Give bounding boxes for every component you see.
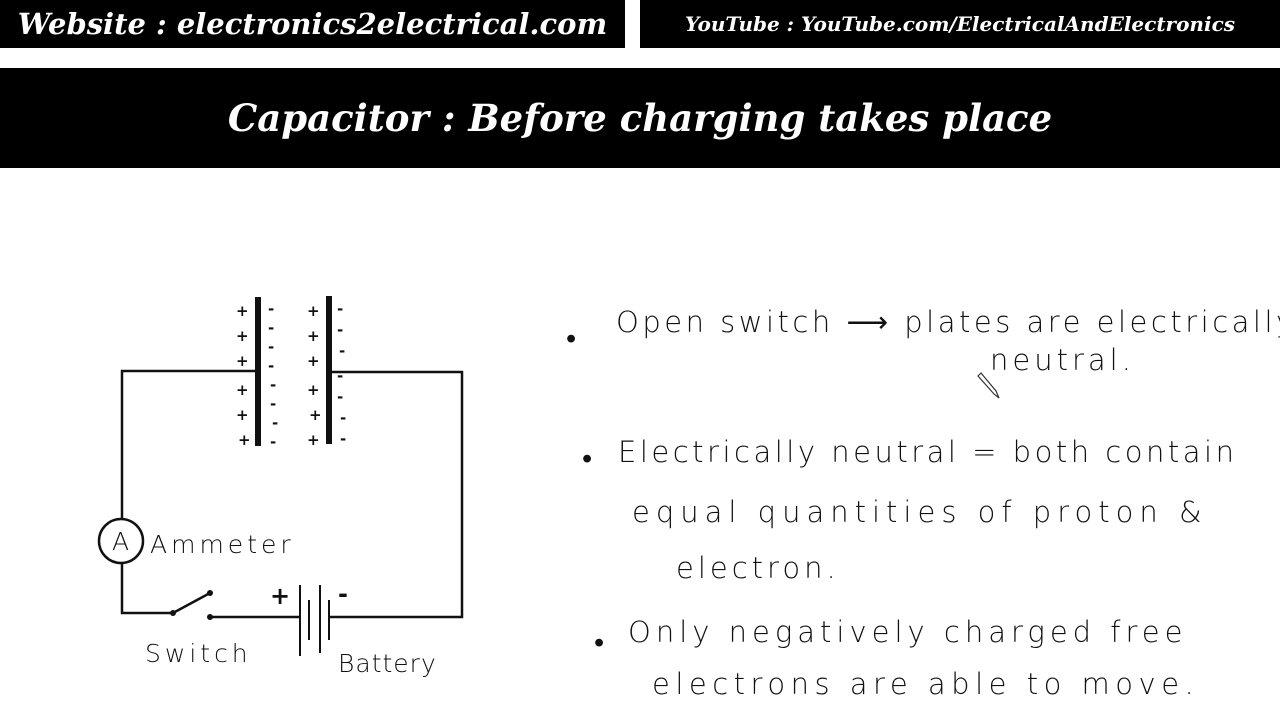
switch-label: Switch xyxy=(145,639,252,668)
charge-plus: + xyxy=(236,406,249,424)
charge-minus: - xyxy=(268,319,274,337)
charge-plus: + xyxy=(236,327,249,345)
charge-minus: - xyxy=(268,300,274,318)
capacitor-charges: + + + + + + - - - - - - - - + + + + + + … xyxy=(236,300,346,451)
charge-minus: - xyxy=(270,376,276,394)
charge-minus: - xyxy=(268,357,274,375)
charge-minus: - xyxy=(268,338,274,356)
battery-minus: - xyxy=(338,580,348,608)
left-wire xyxy=(120,369,258,519)
switch-contact-top xyxy=(207,590,213,596)
note-2-line-3: electron. xyxy=(676,551,840,585)
youtube-banner: YouTube : YouTube.com/ElectricalAndElect… xyxy=(640,0,1280,48)
charge-plus: + xyxy=(236,381,249,399)
right-wire xyxy=(330,370,464,619)
note-3-line-2: electrons are able to move. xyxy=(652,667,1199,701)
note-3-line-1: Only negatively charged free xyxy=(628,615,1187,649)
circuit-wires xyxy=(97,369,464,619)
charge-minus: - xyxy=(340,430,346,448)
charge-plus: + xyxy=(236,352,249,370)
battery-symbol xyxy=(299,585,330,656)
switch-contact-right xyxy=(207,614,213,620)
youtube-text: YouTube : YouTube.com/ElectricalAndElect… xyxy=(684,12,1236,36)
note-2-line-1: Electrically neutral = both contain xyxy=(618,435,1237,469)
title-bar: Capacitor : Before charging takes place xyxy=(0,68,1280,168)
battery-label: Battery xyxy=(338,649,437,678)
website-banner: Website : electronics2electrical.com xyxy=(0,0,625,48)
pen-cursor-icon xyxy=(977,372,1000,399)
charge-minus: - xyxy=(337,300,343,318)
bullet: • xyxy=(582,441,596,475)
charge-plus: + xyxy=(307,352,320,370)
charge-plus: + xyxy=(309,406,322,424)
ammeter-circle xyxy=(97,517,145,565)
charge-minus: - xyxy=(340,409,346,427)
charge-plus: + xyxy=(238,431,251,449)
charge-minus: - xyxy=(270,433,276,451)
note-1-line-1: Open switch ⟶ plates are electrically xyxy=(616,305,1280,339)
website-text: Website : electronics2electrical.com xyxy=(17,7,608,41)
charge-minus: - xyxy=(339,342,345,360)
ammeter-symbol: A xyxy=(112,527,129,556)
charge-plus: + xyxy=(307,327,320,345)
charge-minus: - xyxy=(337,321,343,339)
charge-plus: + xyxy=(307,302,320,320)
ammeter-label: Ammeter xyxy=(150,530,295,559)
bullet: • xyxy=(594,625,608,659)
charge-plus: + xyxy=(307,431,320,449)
charge-minus: - xyxy=(272,414,278,432)
charge-plus: + xyxy=(307,381,320,399)
notes: • Open switch ⟶ plates are electrically … xyxy=(566,305,1280,701)
charge-plus: + xyxy=(236,302,249,320)
switch-contact-left xyxy=(170,610,176,616)
battery-plus: + xyxy=(270,582,290,610)
bullet: • xyxy=(566,321,580,355)
charge-minus: - xyxy=(270,395,276,413)
note-1-line-2: neutral. xyxy=(990,343,1135,377)
switch-lever xyxy=(172,591,211,615)
ammeter-bottom-wire xyxy=(120,563,173,615)
charge-minus: - xyxy=(337,388,343,406)
charge-minus: - xyxy=(337,367,343,385)
note-2-line-2: equal quantities of proton & xyxy=(632,495,1208,529)
capacitor-plates xyxy=(255,296,332,446)
page-title: Capacitor : Before charging takes place xyxy=(227,96,1053,140)
